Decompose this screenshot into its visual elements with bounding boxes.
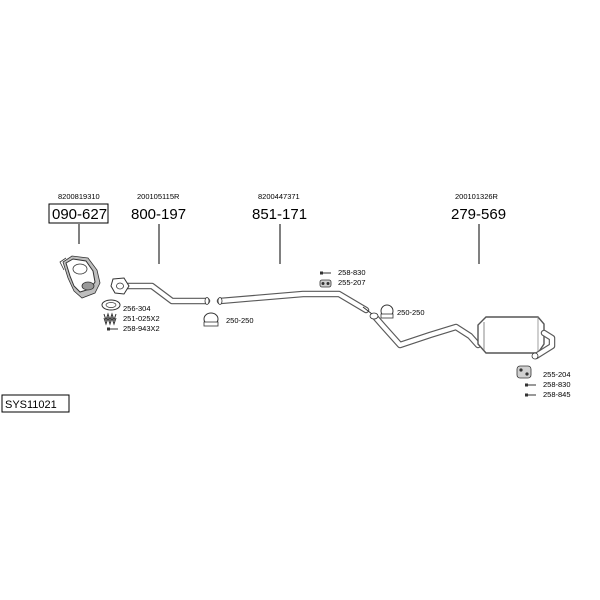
front-pipe[interactable]: [110, 277, 211, 305]
oem-number-centre-pipe: 8200447371: [258, 192, 300, 201]
part-number-box-catalyst: [48, 203, 109, 224]
hanger-bolt-label[interactable]: 258-830: [338, 268, 366, 277]
part-number-front-pipe[interactable]: 800-197: [131, 206, 186, 223]
hanger-mount-label[interactable]: 255-207: [338, 278, 366, 287]
clamp-icon: [380, 304, 394, 319]
catalytic-converter[interactable]: [59, 255, 101, 299]
clamp-front-label[interactable]: 250-250: [226, 316, 254, 325]
oem-number-front-pipe: 200105115R: [137, 192, 180, 201]
gasket-icon: [101, 299, 121, 311]
rubber-mount-icon: [516, 365, 532, 379]
bolt-icon: [525, 383, 536, 387]
clamp-icon: [203, 312, 219, 327]
bolt-icon: [525, 393, 536, 397]
rear-pipe-and-silencer[interactable]: [369, 312, 556, 360]
rear-bolt-label-2[interactable]: 258-845: [543, 390, 571, 399]
fitting-bolt-label[interactable]: 258-943X2: [123, 324, 160, 333]
oem-number-catalyst: 8200819310: [58, 192, 100, 201]
fitting-gasket-label[interactable]: 256-304: [123, 304, 151, 313]
bolt-icon: [107, 327, 118, 331]
system-code: SYS11021: [5, 399, 57, 411]
spring-icon: [103, 312, 117, 326]
oem-number-rear-silencer: 200101326R: [455, 192, 499, 201]
bolt-icon: [320, 271, 331, 275]
part-number-centre-pipe[interactable]: 851-171: [252, 206, 307, 223]
part-number-catalyst[interactable]: 090-627: [52, 206, 107, 223]
clamp-mid-label[interactable]: 250-250: [397, 308, 425, 317]
fitting-spring-label[interactable]: 251-025X2: [123, 314, 160, 323]
rear-bolt-label-1[interactable]: 258-830: [543, 380, 571, 389]
system-code-box: [1, 394, 70, 413]
rubber-mount-icon: [319, 279, 332, 288]
centre-pipe[interactable]: [216, 290, 373, 315]
part-number-rear-silencer[interactable]: 279-569: [451, 206, 506, 223]
rear-mount-label[interactable]: 255-204: [543, 370, 571, 379]
